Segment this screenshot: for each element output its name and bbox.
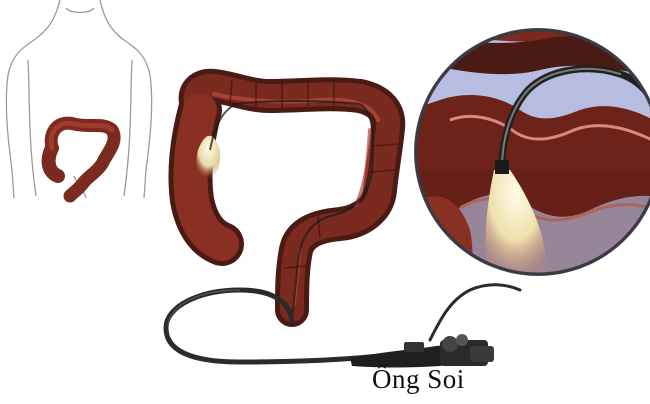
small-colon-icon xyxy=(49,123,115,196)
torso-icon xyxy=(6,0,151,198)
magnified-inset-icon xyxy=(410,26,650,286)
colon-icon xyxy=(190,80,398,320)
scope-label: Ống Soi xyxy=(372,364,465,395)
colonoscope-icon xyxy=(166,285,520,368)
